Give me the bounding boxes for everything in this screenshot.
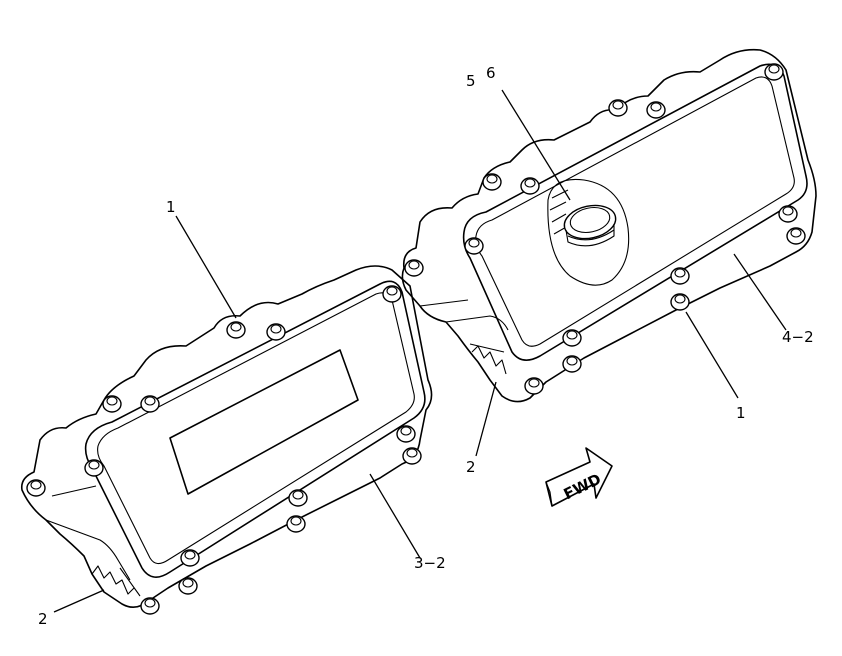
filler-boss: [547, 178, 630, 286]
bolt-icon: [482, 173, 502, 191]
left-valve-cover: [20, 265, 433, 615]
bolt-icon: [464, 237, 484, 255]
right-cover-flange: [401, 48, 817, 403]
bolt-icon: [524, 377, 544, 395]
fwd-arrow-body: [545, 447, 613, 507]
fwd-arrow-label: FWD: [561, 470, 604, 503]
left-cover-skirt: [45, 485, 141, 597]
bolt-icon: [646, 101, 666, 119]
right-cover-gasket-notch: [471, 345, 507, 375]
bolt-icon: [26, 479, 46, 497]
callout-right-gasket: 2: [466, 458, 476, 476]
callout-left-bolt: 1: [166, 198, 176, 216]
left-cover-gasket-notch: [91, 565, 135, 595]
bolt-icon: [778, 205, 798, 223]
left-cover-inner-rail: [84, 280, 426, 578]
oil-filler-assembly: [547, 178, 630, 286]
callout-labels: 1 2 3−2 5 6 4−2 1 2: [38, 64, 814, 628]
bolt-icon: [140, 395, 160, 413]
bolt-icon: [266, 323, 286, 341]
right-cover-skirt: [419, 299, 509, 353]
callout-filler-seal: 6: [486, 64, 496, 82]
bolt-icon: [562, 329, 582, 347]
bolt-icon: [786, 227, 806, 245]
right-valve-cover: [401, 48, 817, 403]
left-cover-label-plate: [169, 349, 359, 495]
bolt-icon: [670, 267, 690, 285]
bolt-icon: [178, 577, 198, 595]
bolt-icon: [288, 489, 308, 507]
left-cover-flange: [20, 265, 433, 608]
right-cover-inner-rail-2: [475, 76, 795, 347]
bolt-icon: [404, 259, 424, 277]
left-cover-inner-rail-2: [97, 292, 415, 565]
callout-left-cover-part: 3−2: [414, 554, 446, 572]
right-cover-inner-rail: [462, 63, 808, 361]
callout-right-bolt: 1: [736, 404, 746, 422]
bolt-icon: [180, 549, 200, 567]
left-cover-bolts: [26, 285, 422, 615]
bolt-icon: [396, 425, 416, 443]
oil-filler-cap-icon: [563, 204, 617, 247]
forward-arrow-icon: FWD: [545, 447, 613, 507]
bolt-icon: [562, 355, 582, 373]
filler-boss-shading: [549, 189, 569, 235]
leader-lines: [53, 89, 787, 613]
bolt-icon: [402, 447, 422, 465]
callout-oil-filler-cap: 5: [466, 72, 476, 90]
bolt-icon: [608, 99, 628, 117]
bolt-icon: [140, 597, 160, 615]
bolt-icon: [382, 285, 402, 303]
callout-right-cover-part: 4−2: [782, 328, 814, 346]
callout-left-gasket: 2: [38, 610, 48, 628]
bolt-icon: [226, 321, 246, 339]
bolt-icon: [286, 515, 306, 533]
bolt-icon: [520, 177, 540, 195]
bolt-icon: [84, 459, 104, 477]
bolt-icon: [764, 63, 784, 81]
right-cover-bolts: [404, 63, 806, 395]
bolt-icon: [102, 395, 122, 413]
bolt-icon: [670, 293, 690, 311]
